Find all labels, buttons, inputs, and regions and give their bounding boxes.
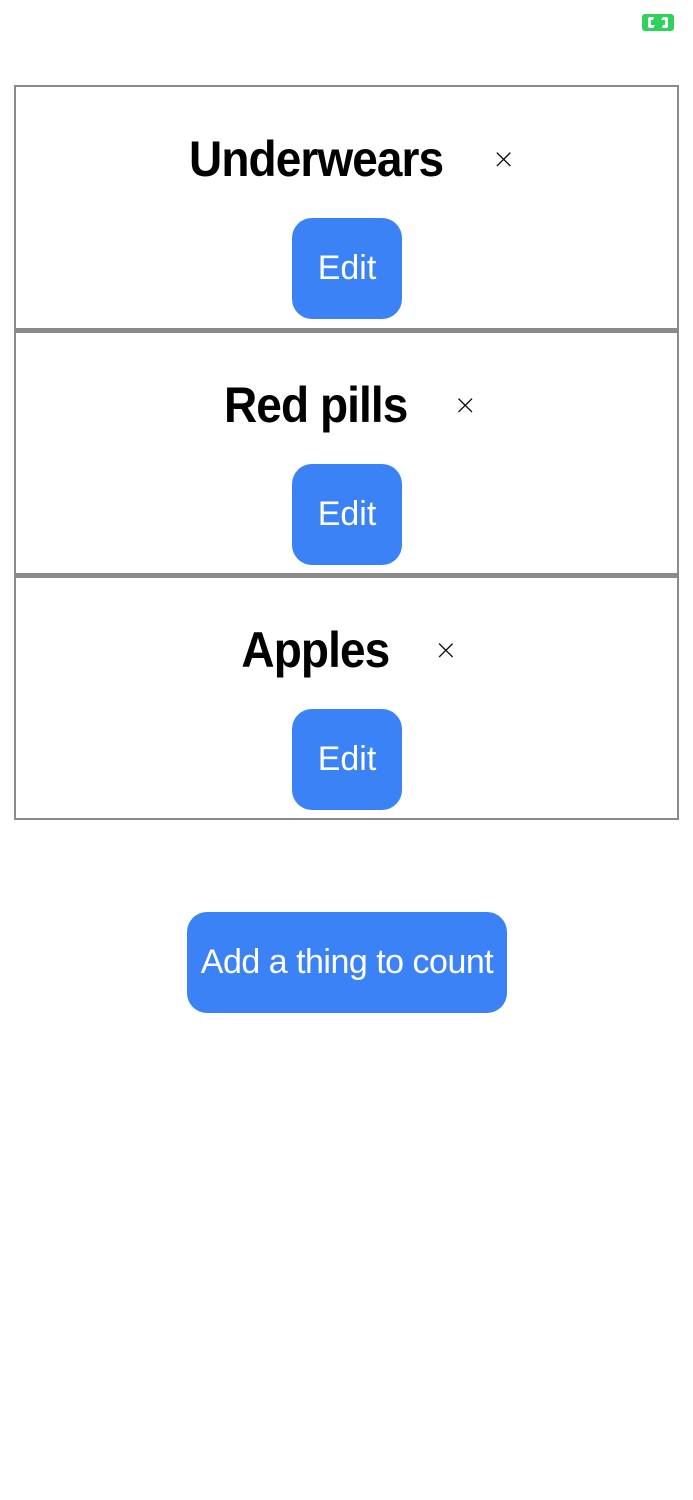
counter-item: Apples × Edit [14, 575, 679, 820]
counter-item: Underwears × Edit [14, 85, 679, 330]
item-title: Underwears [188, 131, 444, 187]
item-title: Red pills [224, 377, 408, 433]
item-title: Apples [241, 622, 391, 678]
counter-item: Red pills × Edit [14, 330, 679, 575]
counter-list: Underwears × Edit Red pills × Edit Apple… [14, 85, 679, 820]
edit-button[interactable]: Edit [292, 218, 402, 319]
add-thing-button[interactable]: Add a thing to count [187, 912, 507, 1013]
remove-icon[interactable]: × [491, 142, 516, 175]
remove-icon[interactable]: × [453, 388, 477, 421]
edit-button[interactable]: Edit [292, 464, 402, 565]
remove-icon[interactable]: × [434, 633, 458, 666]
rotate-screen-icon [642, 14, 674, 31]
edit-button[interactable]: Edit [292, 709, 402, 810]
